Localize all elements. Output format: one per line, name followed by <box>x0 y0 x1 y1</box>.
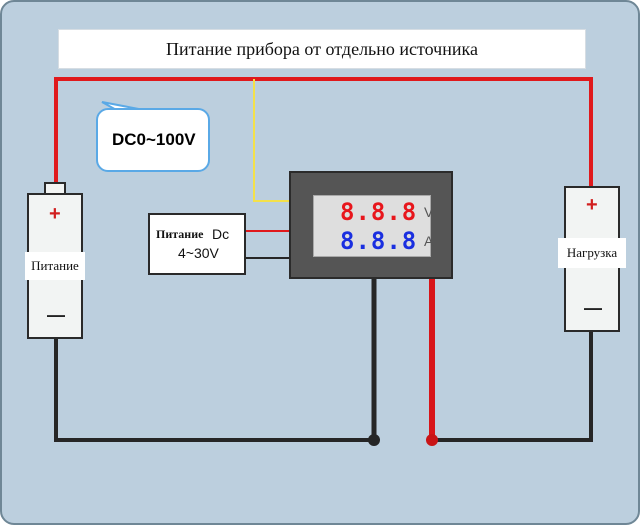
positive-wire-top <box>54 77 593 193</box>
power-module-voltage: 4~30V <box>178 245 219 261</box>
battery-plus-sign: + <box>49 203 61 225</box>
signal-wire <box>253 79 291 202</box>
power-module-label: Питание <box>156 227 204 241</box>
junction-dot-positive <box>426 434 438 446</box>
junction-dot-negative <box>368 434 380 446</box>
current-readout: 8.8.8 <box>340 227 418 255</box>
diagram-title: Питание прибора от отдельно источника <box>58 29 586 69</box>
volt-amp-meter: 8.8.8 V 8.8.8 A <box>289 171 453 279</box>
load-minus-sign: — <box>584 298 602 318</box>
voltage-range-callout: DC0~100V <box>96 108 210 172</box>
battery-terminal <box>44 182 66 194</box>
current-unit: A <box>424 233 434 249</box>
load-label: Нагрузка <box>558 238 626 268</box>
load-plus-sign: + <box>586 194 598 216</box>
negative-wire-load <box>432 332 593 442</box>
meter-power-module: Питание Dc 4~30V <box>148 213 246 275</box>
battery-label: Питание <box>25 252 85 280</box>
voltage-unit: V <box>424 204 434 220</box>
voltage-readout: 8.8.8 <box>340 198 418 226</box>
battery-minus-sign: — <box>47 305 65 325</box>
meter-display: 8.8.8 V 8.8.8 A <box>313 195 434 257</box>
negative-wire-battery <box>54 339 374 442</box>
power-module-dc: Dc <box>212 226 230 242</box>
